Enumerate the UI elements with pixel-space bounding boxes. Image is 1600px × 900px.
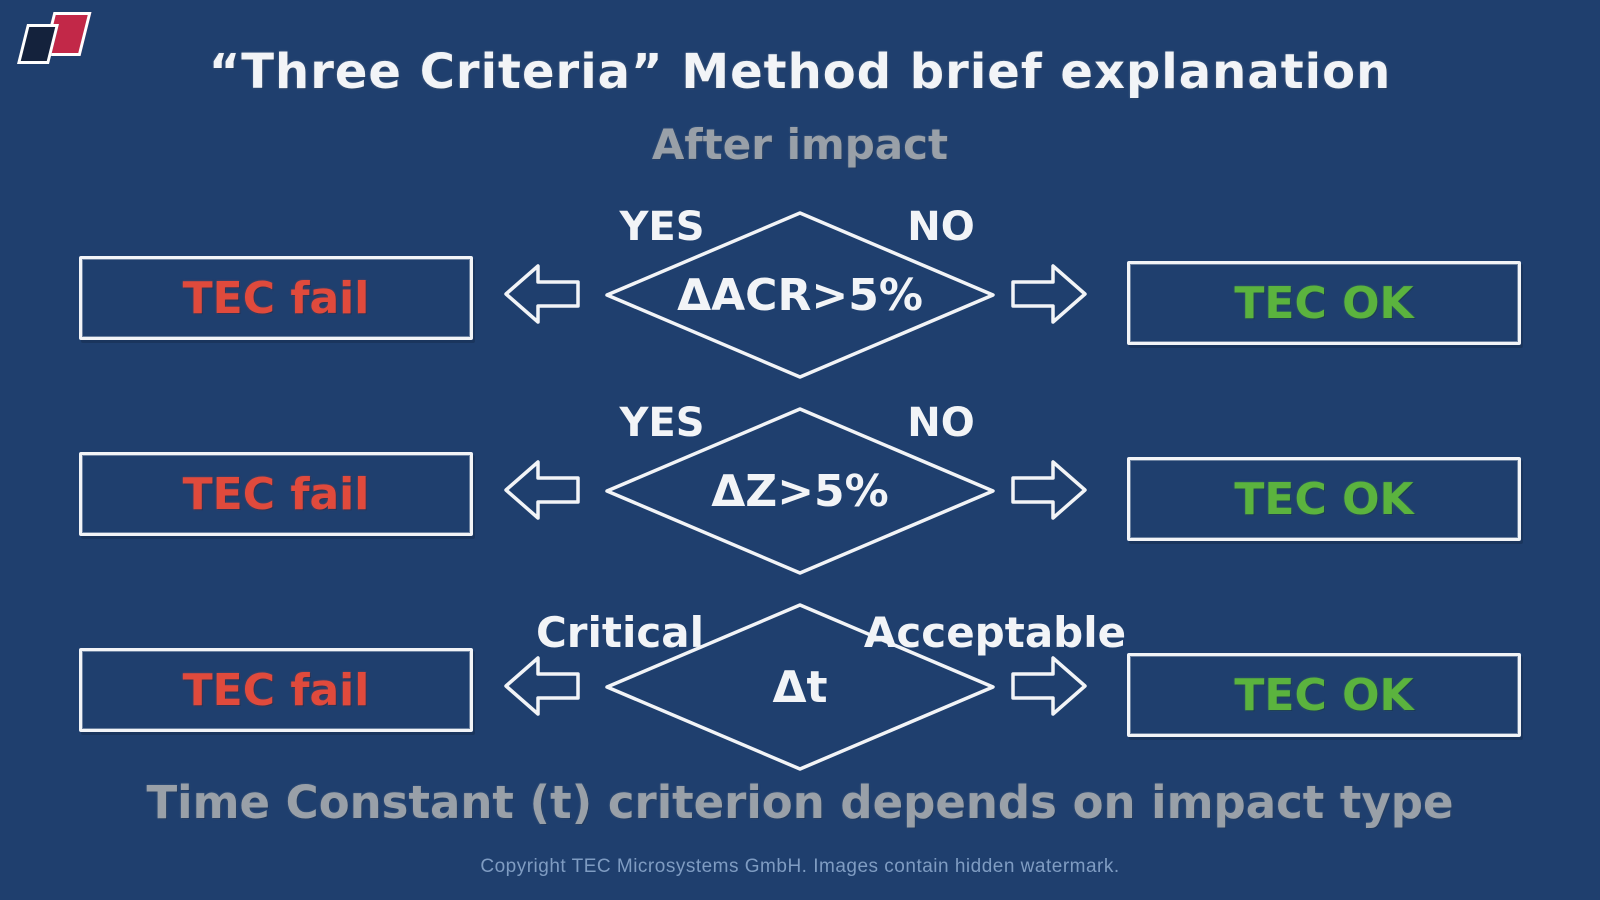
condition-text: Δt <box>772 661 828 713</box>
arrow-right-icon <box>1010 458 1088 522</box>
branch-label-yes: YES <box>619 204 705 250</box>
criterion-row-time-constant: TEC fail Critical Δt Acceptable TEC OK <box>0 596 1600 782</box>
arrow-left-icon <box>503 654 581 718</box>
branch-label-no: NO <box>907 204 975 250</box>
decision-diamond-acr: ΔACR>5% <box>605 211 995 379</box>
arrow-right-icon <box>1010 654 1088 718</box>
tec-fail-box: TEC fail <box>79 256 473 340</box>
criterion-row-z: TEC fail YES ΔZ>5% NO TEC OK <box>0 400 1600 586</box>
arrow-left-icon <box>503 458 581 522</box>
page-title: “Three Criteria” Method brief explanatio… <box>208 44 1392 100</box>
copyright-text: Copyright TEC Microsystems GmbH. Images … <box>480 856 1120 877</box>
tec-fail-box: TEC fail <box>79 452 473 536</box>
criterion-row-acr: TEC fail YES ΔACR>5% NO TEC OK <box>0 204 1600 390</box>
decision-diamond-time-constant: Δt <box>605 603 995 771</box>
tec-ok-box: TEC OK <box>1127 457 1521 541</box>
condition-text: ΔZ>5% <box>711 465 889 517</box>
branch-label-acceptable: Acceptable <box>863 608 1127 657</box>
tec-fail-box: TEC fail <box>79 648 473 732</box>
decision-diamond-z: ΔZ>5% <box>605 407 995 575</box>
branch-label-yes: YES <box>619 400 705 446</box>
arrow-left-icon <box>503 262 581 326</box>
tec-ok-box: TEC OK <box>1127 261 1521 345</box>
branch-label-critical: Critical <box>535 608 705 657</box>
subtitle-after-impact: After impact <box>651 120 949 169</box>
arrow-right-icon <box>1010 262 1088 326</box>
tec-ok-box: TEC OK <box>1127 653 1521 737</box>
branch-label-no: NO <box>907 400 975 446</box>
condition-text: ΔACR>5% <box>677 269 923 321</box>
time-constant-note: Time Constant (t) criterion depends on i… <box>146 776 1454 829</box>
